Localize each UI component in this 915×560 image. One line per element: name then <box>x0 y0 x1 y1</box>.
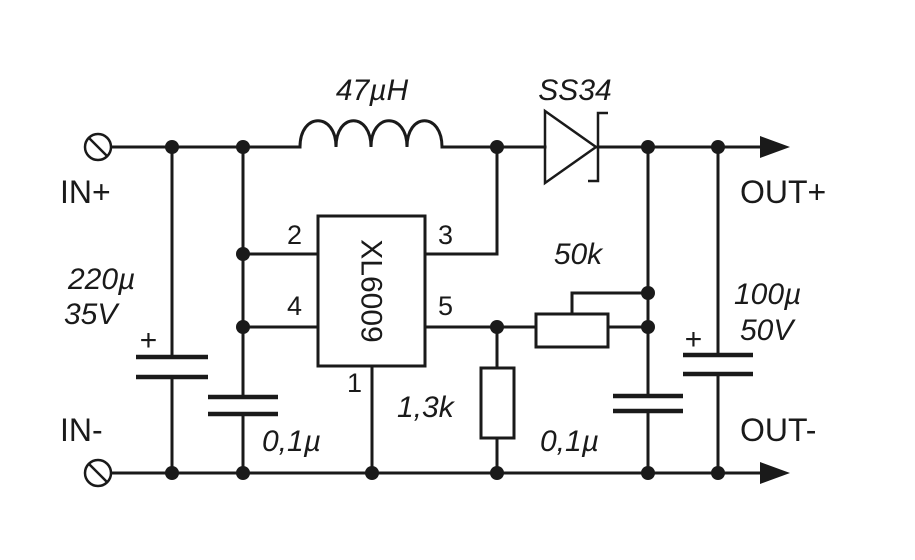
ic-name-label: XL6009 <box>355 239 388 342</box>
label-cin-plus: + <box>139 324 157 357</box>
label-r-bottom: 1,3k <box>397 391 456 424</box>
wire-wiper <box>570 291 650 316</box>
label-in-plus: IN+ <box>60 174 111 210</box>
terminal-in-minus <box>83 458 113 488</box>
label-cin-value: 220µ <box>67 263 135 296</box>
label-cin-dec: 0,1µ <box>262 425 321 458</box>
ic-pin-3-label: 3 <box>438 220 453 250</box>
cap-input-decoupling <box>208 394 278 417</box>
junction-dot <box>641 320 655 334</box>
wires <box>110 145 762 475</box>
junction-dot <box>641 286 655 300</box>
label-cout-voltage: 50V <box>740 314 796 347</box>
label-cout-dec: 0,1µ <box>540 425 599 458</box>
label-trimmer: 50k <box>554 238 604 271</box>
junction-dot <box>711 140 725 154</box>
junction-dot <box>490 140 504 154</box>
ic-pin-2-label: 2 <box>287 220 302 250</box>
label-inductor: 47µH <box>336 74 409 107</box>
cap-output-decoupling <box>613 393 683 414</box>
junction-dot <box>236 320 250 334</box>
resistor-1-3k <box>479 366 516 440</box>
label-out-minus: OUT- <box>740 412 816 448</box>
junction-dot <box>236 466 250 480</box>
junction-dot <box>490 320 504 334</box>
junction-dot <box>641 140 655 154</box>
label-cin-voltage: 35V <box>64 298 120 331</box>
cap-output-electrolytic <box>683 352 753 377</box>
cap-input-electrolytic <box>136 354 208 380</box>
trimmer-50k <box>534 312 610 349</box>
junction-dot <box>711 466 725 480</box>
label-cout-plus: + <box>684 323 702 356</box>
terminal-in-plus <box>83 132 113 162</box>
junction-dots <box>165 140 725 480</box>
junction-dot <box>236 247 250 261</box>
arrow-out-minus-icon <box>760 462 790 484</box>
junction-dot <box>165 140 179 154</box>
arrow-out-plus-icon <box>760 136 790 158</box>
label-out-plus: OUT+ <box>740 174 826 210</box>
inductor-coil <box>298 119 444 149</box>
junction-dot <box>165 466 179 480</box>
junction-dot <box>490 466 504 480</box>
ic-pin-4-label: 4 <box>287 291 302 321</box>
ic-pin-5-label: 5 <box>438 291 453 321</box>
label-diode: SS34 <box>538 74 611 107</box>
ic-pin-1-label: 1 <box>347 368 362 398</box>
junction-dot <box>641 466 655 480</box>
wire-pin3 <box>423 145 499 256</box>
label-in-minus: IN- <box>60 412 103 448</box>
junction-dot <box>365 466 379 480</box>
label-cout-value: 100µ <box>734 278 801 311</box>
ic-xl6009-body <box>316 214 427 368</box>
diode-ss34 <box>543 108 608 186</box>
junction-dot <box>236 140 250 154</box>
